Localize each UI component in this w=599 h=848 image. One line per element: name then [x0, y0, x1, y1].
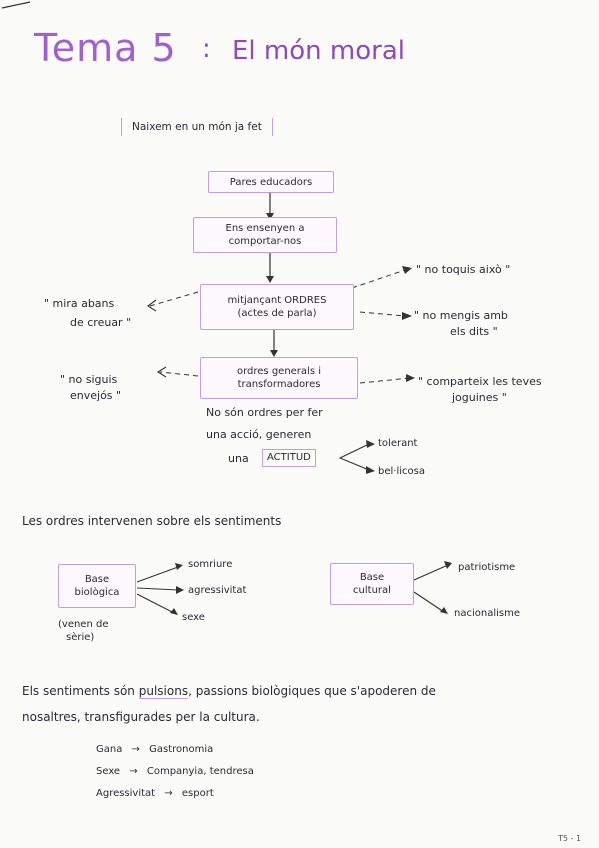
transform-arrow: → [164, 788, 173, 799]
transform-from: Gana [96, 744, 123, 755]
actitud-line2: una acció, generen [206, 428, 312, 441]
base-biological-item: somriure [188, 559, 233, 570]
base-biological-line1: Base [84, 574, 110, 585]
transform-arrow: → [129, 766, 138, 777]
title-separator: : [202, 34, 211, 64]
flow-box-orders-line1: mitjançant ORDRES [227, 295, 327, 306]
example-right2-line1: " no mengis amb [414, 309, 508, 322]
title-number: Tema 5 [34, 26, 177, 70]
flow-box-orders-line2: (actes de parla) [237, 308, 317, 319]
transform-to: Gastronomia [149, 744, 214, 755]
page-number: T5 - 1 [558, 834, 582, 843]
transform-row: Sexe → Companyia, tendresa [96, 766, 254, 777]
base-cultural-line2: cultural [353, 585, 391, 596]
actitud-una: una [228, 452, 249, 465]
example-right3-line2: joguines " [452, 391, 507, 404]
base-cultural-item: patriotisme [458, 562, 516, 573]
intro-statement: Naixem en un món ja fet [121, 118, 273, 136]
base-biological-item: agressivitat [188, 585, 247, 596]
example-right3-line1: " comparteix les teves [418, 375, 542, 388]
example-right1: " no toquis això " [416, 263, 511, 276]
flow-box-teach-line1: Ens ensenyen a [225, 223, 305, 234]
transform-arrow: → [131, 744, 140, 755]
intro-text: Naixem en un món ja fet [132, 121, 262, 133]
sentiments-line1-a: Els sentiments són [22, 684, 135, 698]
flow-box-educators-label: Pares educadors [229, 176, 313, 188]
actitud-option-bellicose: bel·licosa [378, 466, 425, 477]
base-cultural-box: Base cultural [330, 563, 414, 605]
sentiments-keyword: pulsions [138, 684, 189, 699]
transform-from: Sexe [96, 766, 121, 777]
actitud-line1: No són ordres per fer [206, 406, 323, 419]
flow-box-educators: Pares educadors [208, 171, 334, 193]
flow-box-orders: mitjançant ORDRES (actes de parla) [200, 284, 354, 330]
sentiments-line1-b: , passions biològiques que s'apoderen de [188, 684, 436, 698]
transform-row: Gana → Gastronomia [96, 744, 213, 755]
sentiments-line2: nosaltres, transfigurades per la cultura… [22, 710, 260, 724]
transform-row: Agressivitat → esport [96, 788, 214, 799]
base-biological-note-line1: (venen de [58, 619, 109, 630]
section-sentiments-heading: Les ordres intervenen sobre els sentimen… [22, 514, 282, 528]
base-biological-line2: biològica [74, 587, 120, 598]
example-left2-line2: envejós " [70, 389, 122, 402]
base-biological-box: Base biològica [58, 564, 136, 608]
flow-box-general-orders: ordres generals i transformadores [200, 357, 358, 399]
transform-to: Companyia, tendresa [146, 766, 254, 777]
flow-box-general-orders-line1: ordres generals i [236, 366, 321, 377]
transform-to: esport [181, 788, 214, 799]
actitud-box: ACTITUD [262, 449, 316, 467]
sentiments-line1: Els sentiments són pulsions, passions bi… [22, 684, 436, 699]
flow-box-teach: Ens ensenyen a comportar-nos [193, 217, 337, 253]
example-left1-line2: de creuar " [70, 316, 132, 329]
example-left2-line1: " no siguis [60, 373, 118, 386]
flow-box-teach-line2: comportar-nos [228, 236, 302, 247]
base-cultural-line1: Base [359, 572, 385, 583]
base-biological-note-line2: sèrie) [66, 632, 95, 643]
flow-box-general-orders-line2: transformadores [237, 379, 321, 390]
title-subtitle: El món moral [232, 36, 405, 66]
base-biological-item: sexe [182, 612, 205, 623]
example-right2-line2: els dits " [450, 325, 498, 338]
example-left1-line1: " mira abans [44, 297, 115, 310]
actitud-option-tolerant: tolerant [378, 438, 418, 449]
base-cultural-item: nacionalisme [454, 608, 520, 619]
transform-from: Agressivitat [96, 788, 156, 799]
